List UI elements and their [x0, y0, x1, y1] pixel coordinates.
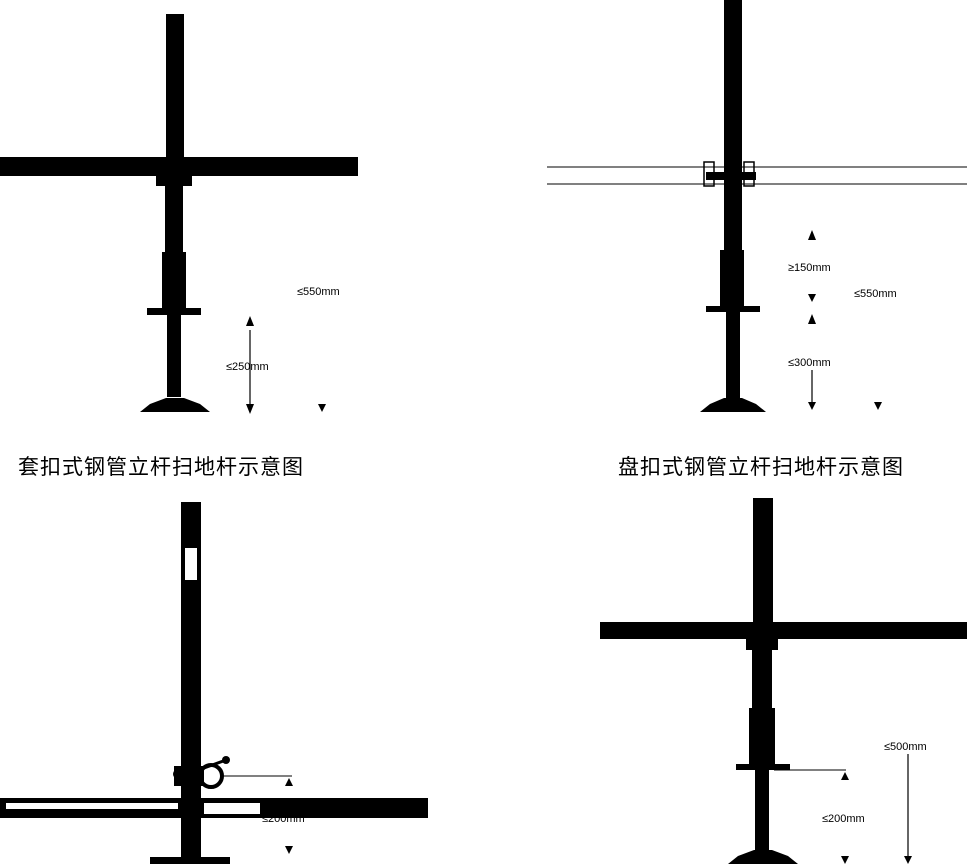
- adjustable-sleeve: [720, 250, 744, 306]
- dim-label-bottom: ≤200mm: [822, 813, 865, 825]
- jack-screw: [167, 315, 181, 397]
- sweeping-rod: [147, 308, 201, 315]
- arrow-up-upper: [808, 230, 816, 240]
- base-plate: [140, 398, 210, 412]
- panel-bottom-right: ≤500mm ≤200mm: [600, 498, 967, 864]
- connector-block: [746, 634, 778, 650]
- dim-label-bottom: ≤200mm: [262, 813, 305, 825]
- upright-pole: [724, 0, 742, 250]
- pole-window: [185, 548, 197, 580]
- dim-label-bottom: ≤300mm: [788, 357, 831, 369]
- dim-label-total: ≤500mm: [884, 741, 927, 753]
- arrow-down: [246, 404, 254, 414]
- arrow-down-lower: [808, 402, 816, 410]
- coupler-bolt-arm: [203, 758, 227, 770]
- adjustable-sleeve: [162, 252, 186, 308]
- lower-pole: [165, 186, 183, 252]
- sweeping-rod: [736, 764, 790, 770]
- dim-label-total: ≤550mm: [854, 288, 897, 300]
- horizontal-bar: [0, 157, 358, 176]
- connector-block: [156, 170, 192, 186]
- dim-label-bottom: ≤250mm: [226, 361, 269, 373]
- arrow-up-lower: [808, 314, 816, 324]
- sweeping-rod: [706, 306, 760, 312]
- arrow-down-upper: [808, 294, 816, 302]
- coupler-bolt-left: [173, 769, 183, 779]
- arrow-up: [285, 778, 293, 786]
- panel-top-left: ≤550mm ≤250mm 套扣式钢管立杆扫地杆示意图: [0, 14, 358, 479]
- disc-clamp-right: [743, 161, 755, 187]
- jack-screw: [726, 312, 740, 398]
- pole-assembly: [600, 498, 967, 864]
- pole-assembly: [547, 0, 967, 412]
- disc-connector: [706, 172, 756, 180]
- jack-screw: [755, 770, 769, 850]
- arrow-down-total: [874, 402, 882, 410]
- upright-pole: [166, 14, 184, 164]
- caption: 套扣式钢管立杆扫地杆示意图: [18, 455, 304, 479]
- disc-clamp-left: [703, 161, 715, 187]
- upright-pole: [753, 498, 773, 638]
- arrow-down: [841, 856, 849, 864]
- base-plate: [700, 398, 766, 412]
- arrow-down: [285, 846, 293, 854]
- arrow-down-total: [318, 404, 326, 412]
- arrow-up: [246, 316, 254, 326]
- arrow-down-total: [904, 856, 912, 864]
- horizontal-bar-highlight: [6, 803, 178, 809]
- horizontal-bar-highlight-right: [204, 803, 260, 814]
- dim-label-total: ≤550mm: [297, 286, 340, 298]
- panel-bottom-left: ≤200mm: [0, 502, 428, 864]
- panel-top-right: ≥150mm ≤550mm ≤300mm 盘扣式钢管立杆扫地杆示意图: [547, 0, 967, 479]
- pole-assembly: [0, 502, 428, 864]
- base-plate: [150, 857, 230, 864]
- arrow-up: [841, 772, 849, 780]
- horizontal-bar: [600, 622, 967, 639]
- adjustable-sleeve: [749, 708, 775, 764]
- lower-pole: [752, 650, 772, 708]
- base-plate: [728, 850, 798, 864]
- pole-assembly: [0, 14, 358, 412]
- caption: 盘扣式钢管立杆扫地杆示意图: [618, 455, 904, 479]
- dim-label-upper: ≥150mm: [788, 262, 831, 274]
